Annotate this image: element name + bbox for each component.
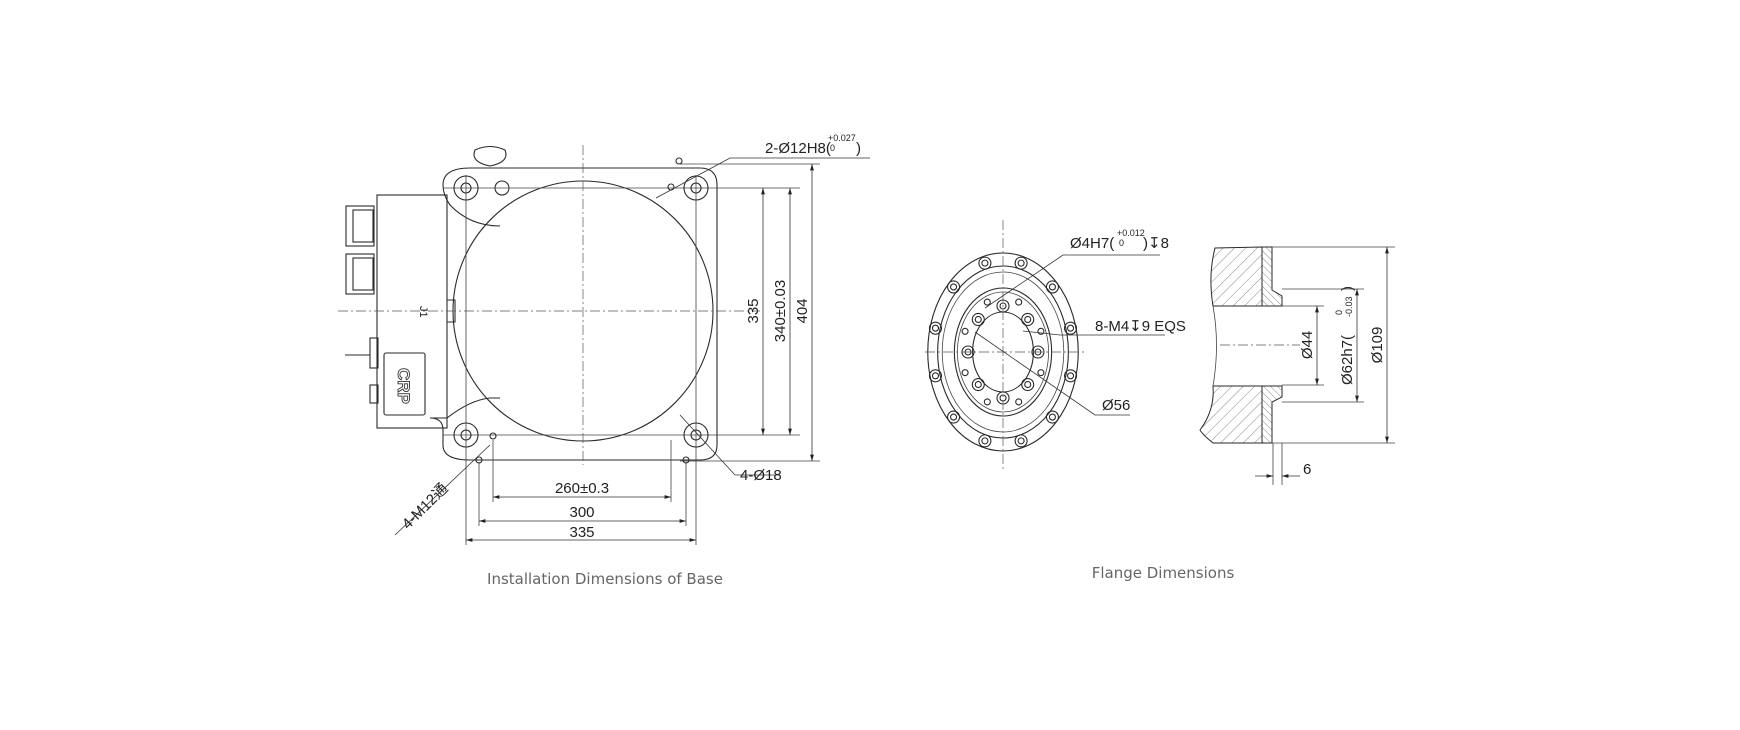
- outer-bolt: [947, 410, 961, 424]
- m4-thread-hole-inner: [974, 315, 982, 324]
- small-hole: [961, 327, 969, 335]
- dim-404: 404: [794, 298, 811, 323]
- dim-335-height: 335: [745, 298, 762, 323]
- small-hole: [961, 369, 969, 377]
- logo-plate: [383, 352, 426, 416]
- dim-spigot: Ø62h7(: [1339, 335, 1356, 385]
- dim-335-width: 335: [569, 524, 594, 541]
- outer-bolt: [1063, 369, 1078, 383]
- outer-bolt-inner: [1048, 283, 1056, 291]
- base-caption: Installation Dimensions of Base: [487, 570, 723, 588]
- m4-thread-hole: [1021, 312, 1035, 327]
- outer-bolt: [928, 321, 943, 335]
- flange-pin-tol-lower: 0: [1119, 238, 1124, 248]
- outer-bolt: [947, 280, 961, 294]
- outer-bolt: [928, 369, 943, 383]
- m4-thread-hole-inner: [999, 302, 1007, 310]
- m4-thread-hole-inner: [974, 380, 982, 389]
- m4-thread-hole-inner: [1024, 380, 1032, 389]
- bolt-circle-callout: Ø56: [1102, 397, 1130, 414]
- pin-tol-lower: 0: [830, 143, 835, 153]
- small-hole: [983, 398, 991, 406]
- outer-bolt-inner: [1066, 324, 1075, 332]
- small-hole: [1015, 398, 1023, 406]
- flange-section-view: Ø44 Ø62h7( 0 -0.03 ) Ø109 6 Flange Dimen…: [1092, 246, 1395, 582]
- dim-bore: Ø44: [1299, 331, 1316, 359]
- outer-bolt: [1014, 434, 1028, 448]
- flange-pin-tol-upper: +0.012: [1117, 228, 1145, 238]
- lifting-eye: [473, 145, 507, 167]
- svg-text:): ): [1339, 286, 1356, 291]
- svg-text:)↧8: )↧8: [1143, 235, 1169, 252]
- pin-tol-upper: +0.027: [828, 133, 856, 143]
- mount-hole-callout: 4-Ø18: [740, 467, 782, 484]
- small-hole: [1037, 369, 1045, 377]
- dim-spigot-depth: 6: [1303, 461, 1311, 478]
- outer-bolt-inner: [1017, 259, 1025, 267]
- m4-thread-hole: [1021, 377, 1035, 392]
- m4-thread-hole: [1031, 345, 1045, 359]
- outer-bolt-inner: [1048, 413, 1056, 421]
- threaded-hole-callout-flange: 8-M4↧9 EQS: [1095, 318, 1186, 335]
- small-hole: [1015, 298, 1023, 306]
- outer-bolt: [1014, 256, 1028, 270]
- dim-340: 340±0.03: [772, 280, 789, 342]
- pin-hole-callout: 2-Ø12H8(: [765, 140, 831, 157]
- outer-bolt-inner: [1066, 372, 1075, 380]
- dim-outer: Ø109: [1369, 327, 1386, 364]
- mount-holes: [453, 157, 709, 464]
- small-hole: [1037, 327, 1045, 335]
- threaded-hole-callout: 4-M12通: [399, 480, 452, 533]
- svg-text:): ): [856, 140, 861, 157]
- cable-box: [376, 194, 448, 429]
- outer-bolt-inner: [950, 413, 958, 421]
- joint-label: J1: [417, 306, 429, 318]
- flange-annotations: Ø4H7( +0.012 0 )↧8 8-M4↧9 EQS Ø56: [925, 220, 1186, 470]
- pin-hole-callout-flange: Ø4H7(: [1070, 235, 1114, 252]
- outer-bolt: [1063, 321, 1078, 335]
- m4-thread-hole: [971, 312, 985, 327]
- dim-300: 300: [569, 504, 594, 521]
- m4-thread-hole-inner: [1024, 315, 1032, 324]
- spigot-tol-upper: 0: [1334, 310, 1344, 315]
- outer-bolt: [978, 256, 992, 270]
- base-plate-outline: [429, 167, 718, 461]
- base-view: CRP J1: [338, 133, 870, 588]
- outer-bolt: [1045, 410, 1059, 424]
- dim-260: 260±0.3: [555, 480, 609, 497]
- crp-logo: CRP: [394, 368, 413, 404]
- outer-bolt-inner: [1017, 437, 1025, 445]
- flange-caption: Flange Dimensions: [1092, 564, 1235, 582]
- outer-bolt-inner: [981, 437, 989, 445]
- m4-thread-hole: [971, 377, 985, 392]
- outer-bolt: [1045, 280, 1059, 294]
- outer-bolt-inner: [931, 324, 940, 332]
- outer-bolt-inner: [950, 283, 958, 291]
- connector-icons: [345, 205, 379, 404]
- outer-bolt-inner: [931, 372, 940, 380]
- outer-bolt: [978, 434, 992, 448]
- spigot-tol-lower: -0.03: [1344, 296, 1354, 317]
- small-hole: [983, 298, 991, 306]
- outer-bolt-inner: [981, 259, 989, 267]
